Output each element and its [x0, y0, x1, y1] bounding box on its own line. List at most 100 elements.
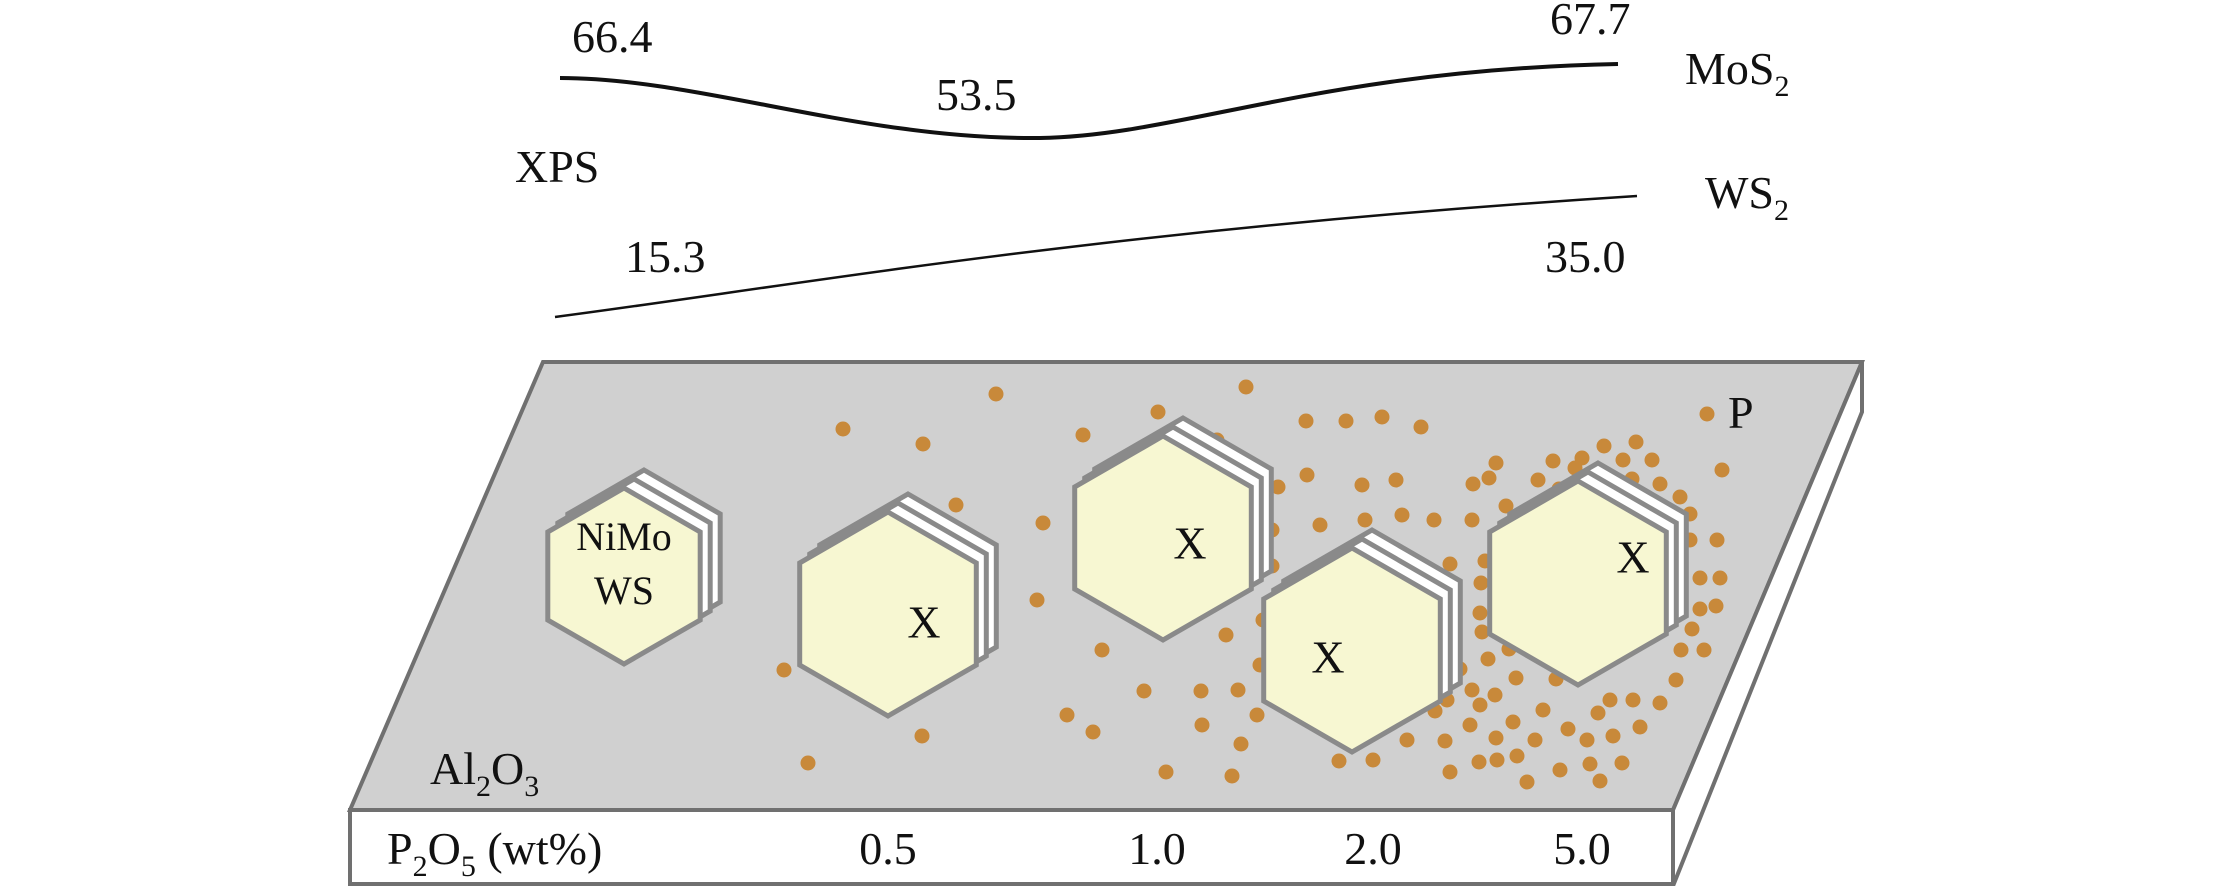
phosphorus-dot: [1714, 462, 1730, 478]
phosphorus-dot: [1498, 498, 1514, 514]
phosphorus-label: P: [1728, 387, 1754, 438]
phosphorus-dot: [1399, 732, 1415, 748]
ref-particle-label-line1: NiMo: [576, 514, 672, 559]
mos2-value-right: 67.7: [1550, 0, 1631, 44]
phosphorus-dot: [1394, 507, 1410, 523]
phosphorus-dot: [1230, 682, 1246, 698]
phosphorus-dot: [1029, 592, 1045, 608]
phosphorus-dot: [1298, 413, 1314, 429]
phosphorus-dot: [948, 497, 964, 513]
phosphorus-dot: [1552, 762, 1568, 778]
mos2-trend-curve: [559, 62, 1619, 141]
phosphorus-dot: [1193, 683, 1209, 699]
phosphorus-dot: [988, 386, 1004, 402]
xps-label: XPS: [515, 141, 599, 192]
phosphorus-dot: [1692, 570, 1708, 586]
phosphorus-dot: [1365, 752, 1381, 768]
phosphorus-dot: [1462, 717, 1478, 733]
phosphorus-dot: [1590, 705, 1606, 721]
phosphorus-dot: [1158, 764, 1174, 780]
p2o5-tick: 1.0: [1128, 823, 1186, 874]
phosphorus-dot: [1075, 427, 1091, 443]
phosphorus-dot: [1644, 452, 1660, 468]
phosphorus-dot: [1413, 419, 1429, 435]
phosphorus-dot: [835, 421, 851, 437]
phosphorus-dot: [1473, 575, 1489, 591]
alumina-label: Al2O3: [430, 743, 539, 803]
phosphorus-dot: [1530, 472, 1546, 488]
xps-trend-panel: 66.4 53.5 67.7 MoS2 XPS WS2 15.3 35.0: [515, 0, 1789, 319]
phosphorus-dot: [1085, 724, 1101, 740]
phosphorus-dot: [1509, 748, 1525, 764]
phosphorus-dot: [1709, 532, 1725, 548]
phosphorus-dot: [1692, 601, 1708, 617]
phosphorus-dot: [1614, 755, 1630, 771]
phosphorus-dot: [1374, 409, 1390, 425]
phosphorus-dot: [1652, 695, 1668, 711]
p2o5-axis: P2O5 (wt%) 0.5 1.0 2.0 5.0: [387, 823, 1611, 883]
phosphorus-dot: [1472, 697, 1488, 713]
phosphorus-dot: [1545, 453, 1561, 469]
ws2-trend-line: [554, 194, 1638, 319]
ref-particle-label-line2: WS: [594, 568, 654, 613]
phosphorus-dot: [1059, 707, 1075, 723]
phosphorus-dot: [1357, 512, 1373, 528]
deactivation-marker: X: [1173, 518, 1206, 569]
mos2-label: MoS2: [1685, 43, 1789, 103]
phosphorus-dot: [1437, 733, 1453, 749]
phosphorus-dot: [1535, 702, 1551, 718]
phosphorus-dot: [1652, 476, 1668, 492]
mos2-value-left: 66.4: [572, 11, 653, 62]
phosphorus-dot: [1338, 413, 1354, 429]
phosphorus-dot: [1035, 515, 1051, 531]
slab-layer: [545, 485, 703, 667]
plate-front-face: [348, 808, 1675, 886]
phosphorus-dot: [1224, 768, 1240, 784]
phosphorus-dot: [1632, 719, 1648, 735]
phosphorus-dot: [1136, 683, 1152, 699]
phosphorus-dot: [914, 728, 930, 744]
phosphorus-dot: [1592, 773, 1608, 789]
phosphorus-dot: [776, 662, 792, 678]
p2o5-tick: 2.0: [1344, 823, 1402, 874]
phosphorus-dot: [1474, 624, 1490, 640]
p2o5-tick: 0.5: [859, 823, 917, 874]
phosphorus-dot: [1480, 651, 1496, 667]
slab-layer: [797, 509, 979, 719]
phosphorus-dot: [1699, 406, 1715, 422]
crystallite-p10: X: [1072, 415, 1274, 643]
phosphorus-dot: [1388, 472, 1404, 488]
phosphorus-dot: [1684, 621, 1700, 637]
p2o5-axis-title: P2O5 (wt%): [387, 823, 602, 883]
phosphorus-dot: [1605, 728, 1621, 744]
slab-layer: [1487, 478, 1669, 688]
phosphorus-dot: [1628, 434, 1644, 450]
phosphorus-dot: [1354, 477, 1370, 493]
phosphorus-dot: [1505, 714, 1521, 730]
deactivation-marker: X: [1616, 532, 1649, 583]
slab-layer: [1072, 433, 1254, 643]
p2o5-tick: 5.0: [1553, 823, 1611, 874]
phosphorus-dot: [1472, 605, 1488, 621]
deactivation-marker: X: [1311, 632, 1344, 683]
phosphorus-dot: [915, 436, 931, 452]
phosphorus-dot: [1673, 642, 1689, 658]
phosphorus-dot: [1331, 753, 1347, 769]
phosphorus-dot: [1487, 687, 1503, 703]
phosphorus-dot: [1442, 764, 1458, 780]
phosphorus-dot: [1668, 672, 1684, 688]
slab-layer: [1261, 545, 1443, 755]
phosphorus-dot: [1672, 489, 1688, 505]
phosphorus-dot: [1442, 556, 1458, 572]
phosphorus-dot: [1464, 512, 1480, 528]
ws2-value-left: 15.3: [625, 231, 706, 282]
phosphorus-dot: [1602, 692, 1618, 708]
phosphorus-dot: [1233, 736, 1249, 752]
phosphorus-dot: [1464, 682, 1480, 698]
crystallite-p50: X: [1487, 460, 1689, 688]
reference-crystallite: [545, 467, 723, 667]
crystallite-p20: X: [1261, 527, 1463, 755]
phosphorus-dot: [1615, 452, 1631, 468]
phosphorus-dot: [1527, 732, 1543, 748]
